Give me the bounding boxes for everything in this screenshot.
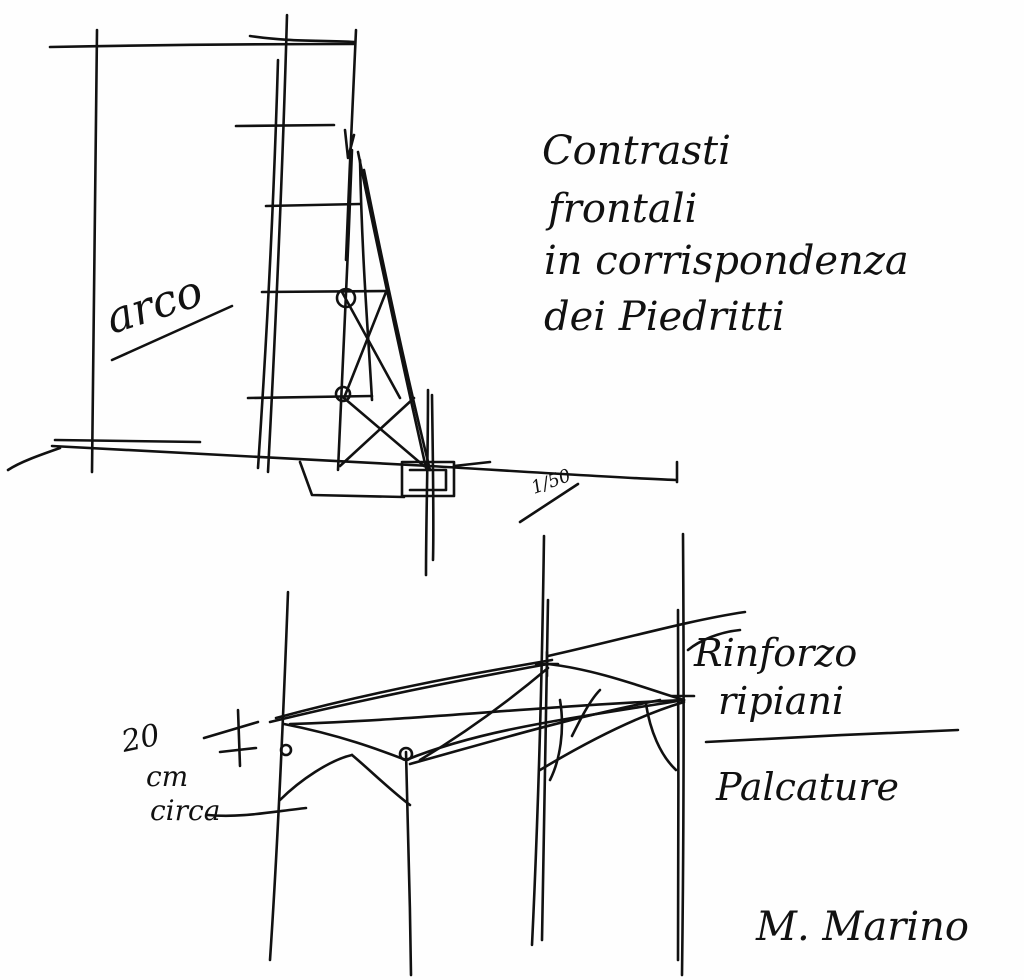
brace-2 [342,290,388,400]
post-right [680,532,685,977]
note-line-4: dei Piedritti [544,294,785,340]
rung-3 [260,289,388,294]
brace-1 [340,290,402,400]
deck-edge-right [546,662,686,702]
brace-front [350,753,412,807]
label-scale: 1/50 [529,465,574,499]
note-block: Contrasti frontali in corrispondenza dei… [542,128,909,340]
post-left [268,590,290,962]
label-cm: cm [146,760,188,793]
brace-right-1 [548,698,564,782]
note-line-3: in corrispondenza [544,238,909,284]
right-rule [704,728,960,744]
joint-2 [334,385,352,403]
label-arco: arco [100,266,209,345]
post-front [404,750,413,977]
signature: M. Marino [755,904,969,950]
top-line-tick [248,34,357,44]
deck-edge-back-2 [274,658,554,720]
ground-line-left-tick [6,446,62,472]
upper-elevation-drawing [6,13,679,577]
ground-line-mid [53,438,202,444]
footing-post-b [430,393,435,562]
trestle-mid-leg [358,158,374,402]
pier-vertical-a [266,13,289,474]
brace-right-3 [570,688,602,738]
rung-1 [234,123,336,128]
trestle-left-leg [336,148,354,472]
trestle-right-leg-2 [362,168,432,472]
deck-joint-left [279,743,293,757]
brace-left [278,753,354,802]
deck-diag-4 [418,666,550,762]
ground-line [50,444,678,482]
deck-edge-far [546,610,747,658]
brace-right-2 [644,702,678,772]
deck-edge-front [282,722,408,762]
scale-slash [518,482,580,524]
brace-3 [342,396,426,468]
post-mid-b [540,598,550,942]
brace-4 [338,396,416,468]
arco-underline [110,304,234,362]
right-leader [686,628,742,652]
deck-edge-back [268,662,550,724]
rung-4 [246,394,374,400]
deck-diag-3 [408,698,662,766]
deck-joint-front [398,746,414,762]
dim-tick-2 [236,708,242,768]
deck-joint-mid [534,650,560,678]
footing-left [298,460,406,499]
lower-perspective-drawing [202,532,960,977]
pier-arrow [343,128,356,160]
label-rinforzo: Rinforzo [693,631,857,675]
label-palcature: Palcature [715,765,899,809]
pier-vertical-b [256,58,280,470]
footing-post [424,388,430,577]
footing-box [400,460,456,498]
arch-left-vertical [90,28,99,474]
dim-tick-1 [202,720,260,740]
dim-underline [206,806,308,818]
label-20: 20 [117,718,163,760]
joint-1 [335,287,357,309]
label-ripiani: ripiani [718,679,844,723]
deck-diag-2 [288,698,686,726]
rung-2 [264,202,362,208]
dim-tick-3 [218,746,258,754]
label-circa: circa [150,794,220,827]
footing-right [452,460,492,468]
note-line-2: frontali [545,186,697,232]
note-line-1: Contrasti [542,128,731,174]
trestle-right-leg [356,150,428,470]
post-mid [530,534,546,947]
top-line [48,42,357,49]
